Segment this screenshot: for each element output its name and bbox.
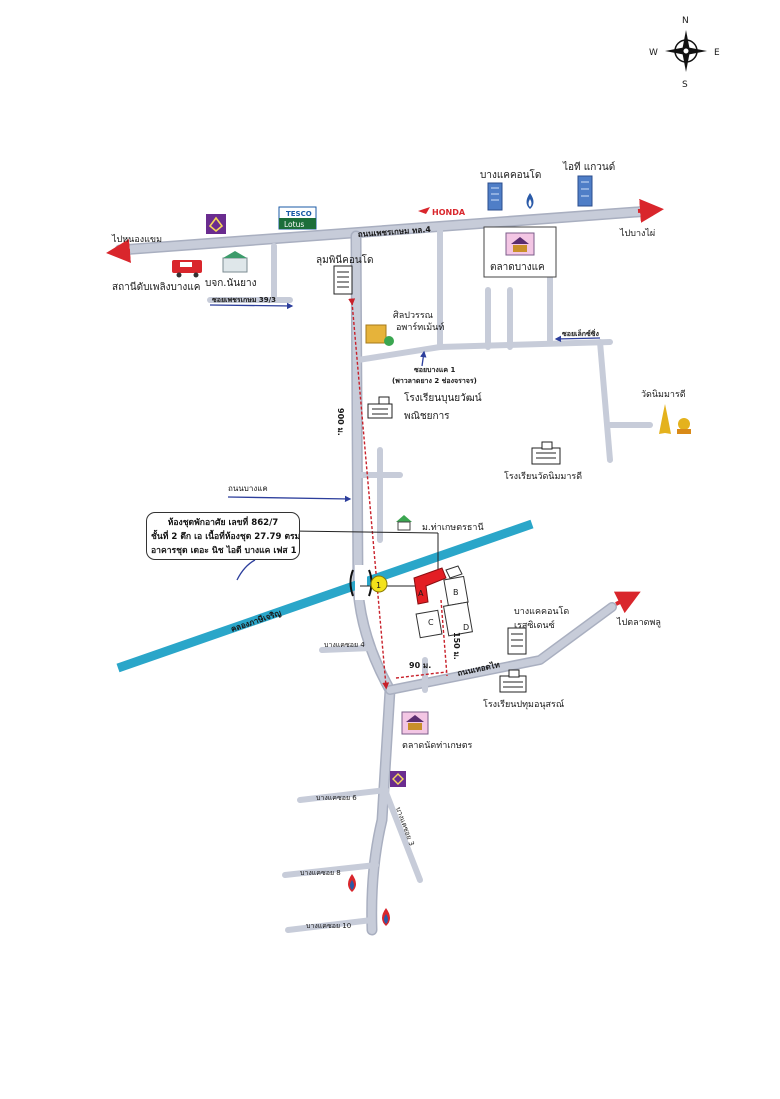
callout-line-1: ห้องชุดพักอาศัย เลขที่ 862/7 [167,518,279,528]
arrow-to-bang-phai [637,198,664,223]
lumpini-condo-icon [333,265,353,295]
temple-icon [659,404,691,434]
bridge [355,565,367,600]
building-d-label: D [463,623,469,632]
callout-line-3: อาคารชุด เดอะ นิช ไอดี บางแค เฟส 1 [151,546,297,556]
callout-line-2: ชั้นที่ 2 ตึก เอ เนื้อที่ห้องชุด 27.79 ต… [151,532,300,542]
factory-icon [222,251,248,273]
label-bangkae-condo-2b: เรสซิเดนซ์ [514,619,555,631]
label-bangkae-condo-2: บางแคคอนโด [514,606,569,617]
building-a-label: A [418,589,424,598]
water-drop-logo-icon [526,193,534,209]
pointer-soi-phetkasem [209,302,294,310]
bank-icon [206,214,226,234]
building-b-label: B [453,588,459,597]
it-square-building-icon [577,175,593,207]
label-soi-bangkae-1-sub: (พาวลาดยาง 2 ช่องจราจร) [392,377,477,385]
label-soi-6: บางแคซอย 6 [316,794,357,802]
label-school-boon-2: พณิชยการ [404,411,450,422]
condo-building-icon [487,182,503,211]
gas-station-icon-1 [348,874,356,892]
label-nanyang: บจก.นันยาง [205,278,257,289]
label-bangkae-market: ตลาดบางแค [490,262,545,273]
compass-rose: N S E W [649,16,720,90]
distance-900m [348,298,390,690]
label-school-boon: โรงเรียนบุนยวัฒน์ [404,391,482,404]
label-wat-nim: วัดนิมมารดี [641,389,686,400]
building-d [442,601,474,637]
label-apartment: อพาร์ทเม้นท์ [396,321,444,333]
building-c [415,609,443,639]
label-dist-150: 150 ม. [452,632,461,660]
svg-text:TESCO: TESCO [286,210,312,218]
apartment-icon [365,324,394,346]
label-dist-900: 900 ม. [336,408,345,436]
fire-truck-icon [172,260,202,278]
label-it-square: ไอที แกวนด์ [562,161,615,173]
label-soi-phetkasem: ซอยเพชรเกษม 39/3 [212,296,276,304]
target-condo-site: 1 A B C D [291,530,474,639]
label-dist-90: 90 ม. [409,661,431,670]
building-c-label: C [428,618,434,627]
school-icon-3 [499,669,527,693]
label-soi-bangkae-1: ซอยบางแค 1 [414,366,455,374]
label-to-talad-phlu: ไปตลาดพลู [616,617,661,628]
compass-w: W [649,48,658,58]
bangkae-market-box [483,226,557,278]
location-marker-icon [370,575,388,593]
honda-logo: HONDA [418,207,466,217]
label-school-wat-nim: โรงเรียนวัดนิมมารดี [504,471,582,482]
label-fire-station: สถานีดับเพลิงบางแค [112,281,200,293]
compass-e: E [714,48,720,58]
label-school-pathum: โรงเรียนปทุมอนุสรณ์ [483,698,564,710]
label-market-thakaset: ตลาดนัดท่าเกษตร [402,741,473,751]
label-canal: คลองภาษีเจริญ [229,607,282,635]
label-to-nong-khaem: ไปหนองแขม [111,234,162,245]
compass-n: N [682,16,689,26]
phasi-charoen-canal [116,519,534,673]
housing-village-icon [396,515,412,531]
pointer-soi-bangkae-1 [420,350,427,367]
distance-150m [440,599,448,677]
location-marker-number: 1 [376,581,381,590]
arrow-to-nong-khaem [106,239,131,263]
gas-station-icon-2 [382,908,390,926]
condo-residence-icon [507,627,527,655]
label-bangkae-road: ถนนบางแค [228,484,268,493]
property-callout: ห้องชุดพักอาศัย เลขที่ 862/7 ชั้นที่ 2 ต… [146,512,300,560]
arrow-to-talad-phlu [613,591,641,614]
label-lumpini-condo: ลุมพินีคอนโด [316,253,374,266]
svg-text:Lotus: Lotus [284,220,304,229]
distance-90m [395,671,447,679]
pointer-soi-lak-song [554,335,601,343]
bank-icon-2 [390,771,406,787]
compass-s: S [682,80,688,90]
thakaset-market-icon [401,711,429,735]
label-mor-thakaset: ม.ท่าเกษตรธานี [422,522,484,533]
label-soi-8: บางแคซอย 8 [300,869,341,877]
label-soi-10: บางแคซอย 10 [306,922,351,930]
label-silpawan: ศิลปวรรณ [393,310,433,321]
pointer-bangkae-road [227,495,352,503]
label-soi-4: บางแคซอย 4 [324,641,365,649]
svg-text:HONDA: HONDA [432,208,466,217]
tesco-lotus-logo: TESCO Lotus [278,206,317,230]
label-to-bang-phai: ไปบางไผ่ [619,228,655,239]
pointer-canal [236,559,256,581]
school-icon-1 [367,396,393,419]
label-bangkae-condo: บางแคคอนโด [480,168,541,181]
label-soi-lak-song: ซอยเล็กซ์ซิ่ง [562,328,599,338]
building-a [413,567,447,605]
school-icon-2 [531,441,561,465]
